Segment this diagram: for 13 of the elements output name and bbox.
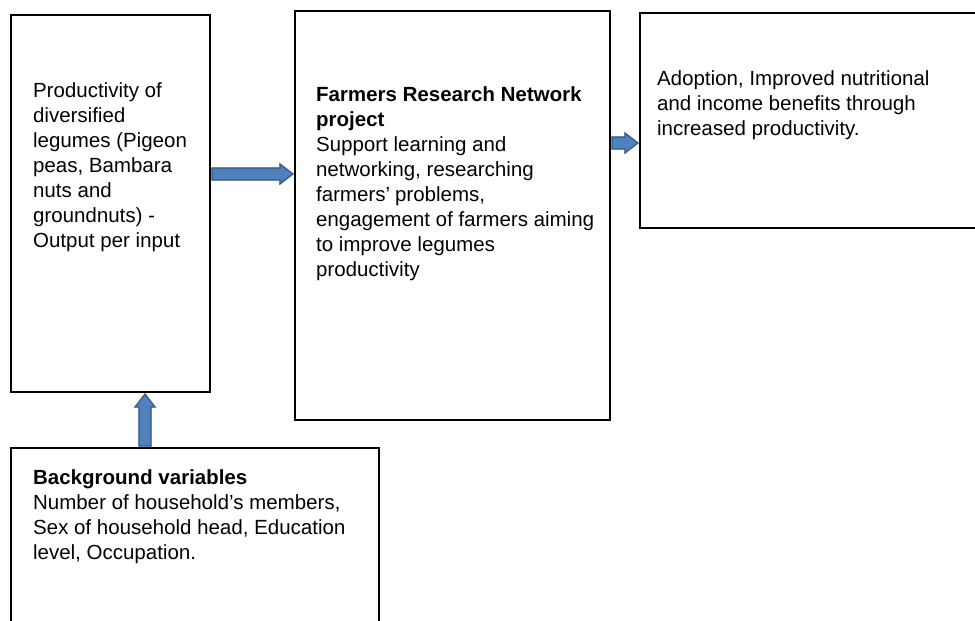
- text-box: [294, 10, 611, 421]
- box-text: Adoption, Improved nutritional and income benefits through increased productivity.: [657, 66, 930, 141]
- block-arrow: [211, 162, 294, 186]
- box-text: Support learning and networking, researching farmers’ problems, engagement of farmers aiming to improve legumes productivity: [316, 132, 596, 282]
- box-text: Number of household’s members, Sex of household head, Education level, Occupation.: [33, 490, 346, 565]
- box-heading: Background variables: [33, 465, 248, 490]
- box-text: Productivity of diversified legumes (Pigeon peas, Bambara nuts and groundnuts) -Output per input: [33, 78, 188, 253]
- block-arrow: [611, 131, 640, 155]
- block-arrow: [133, 392, 157, 447]
- box-heading: Farmers Research Network project: [316, 82, 582, 132]
- text-box: [10, 14, 211, 393]
- text-box: [639, 12, 975, 229]
- text-box: [10, 447, 380, 621]
